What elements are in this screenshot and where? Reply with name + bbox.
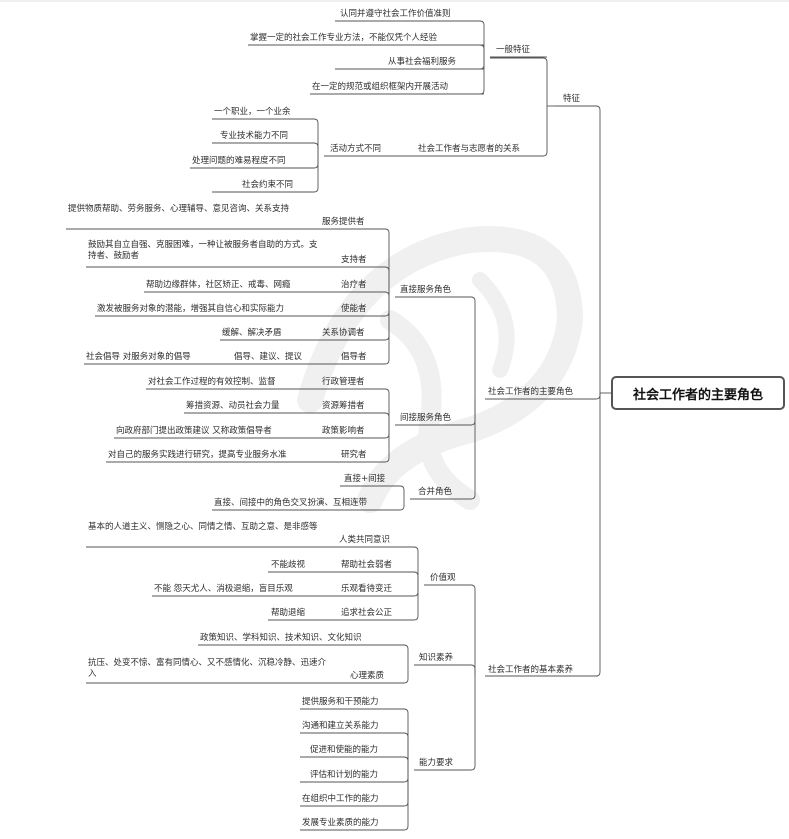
- desc-policy[interactable]: 向政府部门提出政策建议 又称政策倡导者: [116, 426, 272, 436]
- connector-line: [300, 770, 409, 831]
- connector-line: [316, 412, 390, 425]
- node-volunteer-relation[interactable]: 社会工作者与志愿者的关系: [418, 144, 521, 154]
- connector-line: [316, 388, 390, 425]
- connector-line: [212, 142, 319, 156]
- connector-line: [345, 665, 409, 684]
- leaf-combined-2[interactable]: 直接、间接中的角色交叉扮演、互相连带: [214, 498, 368, 508]
- node-values[interactable]: 价值观: [430, 573, 456, 583]
- role-advocate[interactable]: 倡导者: [341, 352, 367, 362]
- role-coordinator[interactable]: 关系协调者: [322, 328, 365, 338]
- watermark-logo: [297, 226, 584, 513]
- leaf-combined-1[interactable]: 直接+间接: [344, 474, 386, 484]
- connector-line: [335, 20, 485, 58]
- desc-advocate[interactable]: 倡导、建议、提议: [234, 352, 303, 362]
- node-knowledge[interactable]: 知识素养: [419, 653, 454, 663]
- connector-line: [414, 664, 476, 676]
- value-psych[interactable]: 心理素质: [350, 671, 385, 681]
- ability-2[interactable]: 沟通和建立关系能力: [302, 721, 379, 731]
- connector-line: [316, 266, 390, 297]
- node-activity-diff[interactable]: 活动方式不同: [330, 144, 382, 154]
- leaf-general-3[interactable]: 从事社会福利服务: [388, 57, 457, 67]
- role-researcher[interactable]: 研究者: [341, 450, 367, 460]
- connector-line: [316, 291, 390, 297]
- node-general-features[interactable]: 一般特征: [496, 45, 531, 55]
- connector-line: [198, 644, 409, 665]
- desc-admin[interactable]: 对社会工作过程的有效控制、监督: [148, 377, 276, 387]
- desc-help-weak[interactable]: 不能歧视: [271, 560, 306, 570]
- connector-line: [410, 399, 476, 500]
- desc-enabler[interactable]: 激发被服务对象的潜能，增强其自信心和实际能力: [97, 304, 285, 314]
- node-direct-service[interactable]: 直接服务角色: [400, 285, 452, 295]
- desc-justice[interactable]: 帮助退缩: [271, 608, 306, 618]
- connector-line: [485, 393, 601, 677]
- desc-therapist[interactable]: 帮助边缘群体，社区矫正、戒毒、网瘾: [146, 280, 291, 290]
- role-policy[interactable]: 政策影响者: [322, 426, 365, 436]
- node-features[interactable]: 特征: [563, 94, 581, 104]
- connector-line: [555, 105, 601, 393]
- desc-optimism[interactable]: 不能 怨天尤人、消极退缩，盲目乐观: [154, 584, 293, 594]
- node-indirect-service[interactable]: 间接服务角色: [400, 413, 452, 423]
- connector-line: [300, 732, 409, 770]
- leaf-knowledge-types[interactable]: 政策知识、学科知识、技术知识、文化知识: [200, 633, 362, 643]
- connector-line: [490, 57, 548, 106]
- leaf-general-2[interactable]: 掌握一定的社会工作专业方法，不能仅凭个人经验: [250, 33, 438, 43]
- connector-line: [395, 296, 476, 399]
- ability-6[interactable]: 发展专业素质的能力: [302, 818, 379, 828]
- desc-coordinator[interactable]: 缓解、解决矛盾: [222, 328, 282, 338]
- role-admin[interactable]: 行政管理者: [322, 377, 365, 387]
- leaf-volunteer-1[interactable]: 一个职业，一个业余: [214, 107, 291, 117]
- desc-researcher[interactable]: 对自己的服务实践进行研究，提高专业服务水准: [108, 450, 287, 460]
- role-supporter[interactable]: 支持者: [341, 255, 367, 265]
- ability-4[interactable]: 评估和计划的能力: [310, 770, 379, 780]
- role-service-provider[interactable]: 服务提供者: [322, 217, 365, 227]
- role-enabler[interactable]: 使能者: [341, 304, 367, 314]
- value-common-awareness[interactable]: 人类共同意识: [339, 535, 391, 545]
- value-justice[interactable]: 追求社会公正: [341, 608, 393, 618]
- desc-supporter[interactable]: 鼓励其自立自强、克服困难，一种让被服务者自助的方式。支持者、鼓励者: [88, 240, 318, 261]
- leaf-volunteer-2[interactable]: 专业技术能力不同: [220, 131, 289, 141]
- role-resource[interactable]: 资源筹措者: [322, 401, 365, 411]
- root-node[interactable]: 社会工作者的主要角色: [611, 376, 785, 410]
- node-basic-qualities[interactable]: 社会工作者的基本素养: [488, 665, 574, 675]
- leaf-volunteer-3[interactable]: 处理问题的难易程度不同: [192, 156, 286, 166]
- desc-resource[interactable]: 筹措资源、动员社会力量: [186, 401, 280, 411]
- connector-line: [316, 228, 390, 297]
- leaf-general-4[interactable]: 在一定的规范或组织框架内开展活动: [312, 82, 449, 92]
- connector-line: [424, 584, 476, 676]
- node-main-roles[interactable]: 社会工作者的主要角色: [488, 387, 574, 397]
- node-combined-role[interactable]: 合并角色: [418, 487, 453, 497]
- connector-line: [316, 297, 390, 365]
- connector-line: [212, 118, 319, 156]
- leaf-volunteer-4[interactable]: 社会约束不同: [242, 180, 294, 190]
- connector-line: [334, 585, 419, 621]
- connector-line: [334, 571, 419, 585]
- connector-line: [340, 485, 405, 499]
- ability-1[interactable]: 提供服务和干预能力: [302, 697, 379, 707]
- ability-5[interactable]: 在组织中工作的能力: [302, 794, 379, 804]
- desc-psych[interactable]: 抗压、处变不惊、富有同情心、又不感情化、沉稳冷静、迅速介入: [88, 658, 327, 679]
- connector-line: [414, 676, 476, 771]
- connector-line: [340, 499, 405, 511]
- value-optimism[interactable]: 乐观看待变迁: [341, 584, 393, 594]
- desc-service-provider[interactable]: 提供物质帮助、劳务服务、心理辅导、意见咨询、关系支持: [68, 204, 290, 214]
- node-ability[interactable]: 能力要求: [419, 758, 454, 768]
- extra-advocate[interactable]: 社会倡导 对服务对象的倡导: [86, 352, 191, 362]
- connector-line: [316, 425, 390, 463]
- leaf-general-1[interactable]: 认同并遵守社会工作价值准则: [340, 9, 451, 19]
- top-border: [0, 0, 789, 2]
- connector-line: [300, 756, 409, 770]
- connector-line: [300, 708, 409, 770]
- connector-line: [334, 546, 419, 585]
- desc-common-awareness[interactable]: 基本的人道主义、恻隐之心、同情之情、互助之意、是非感等: [88, 522, 318, 532]
- root-label: 社会工作者的主要角色: [632, 387, 763, 403]
- ability-3[interactable]: 促进和使能的能力: [310, 745, 379, 755]
- connector-line: [212, 156, 319, 193]
- connector-line: [410, 106, 548, 157]
- value-help-weak[interactable]: 帮助社会弱者: [341, 560, 393, 570]
- role-therapist[interactable]: 治疗者: [341, 280, 367, 290]
